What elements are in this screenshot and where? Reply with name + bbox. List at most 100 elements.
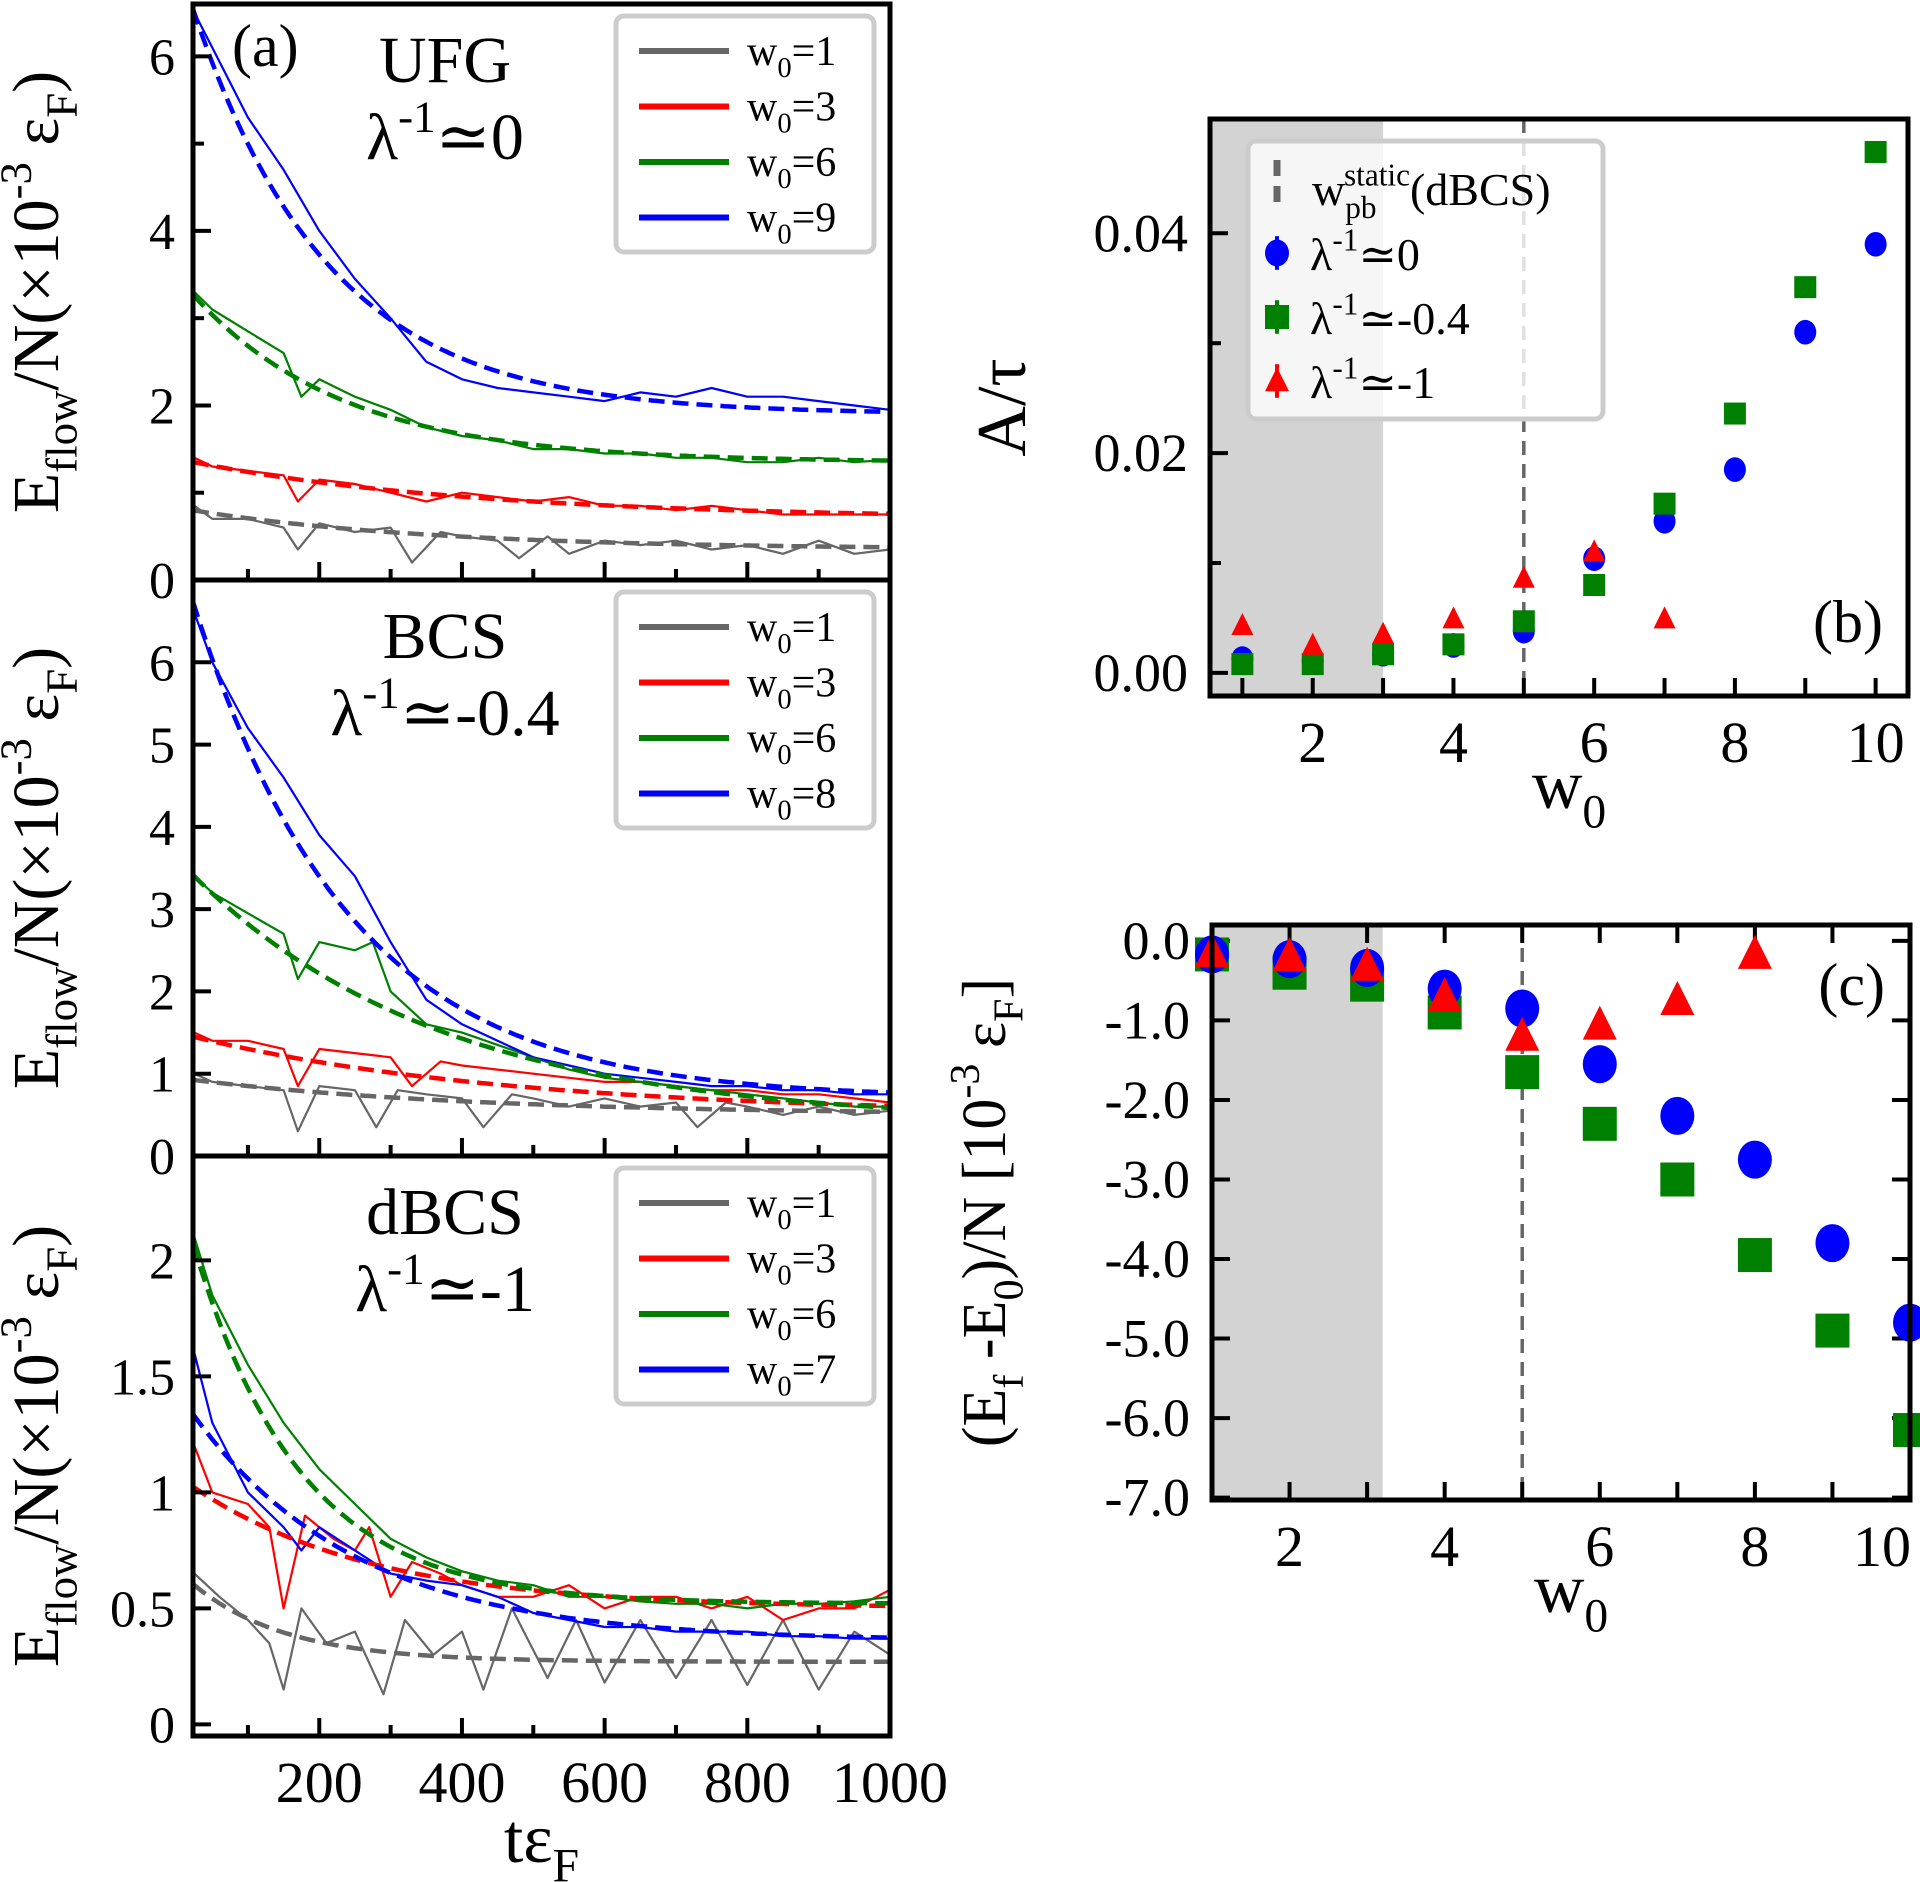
- legend: w0=1w0=3w0=6w0=9: [613, 13, 877, 255]
- simulation-line: [193, 875, 890, 1108]
- panel-a-1: 0123456w0=1w0=3w0=6w0=8BCSλ-1≃-0.4Eflow/…: [0, 577, 893, 1186]
- y-axis-label-part: A/τ: [964, 358, 1041, 456]
- x-tick-label: 10: [1853, 1514, 1911, 1579]
- legend-label-part: 0: [777, 1205, 791, 1236]
- legend-label: w0=3: [747, 661, 836, 716]
- coupling-label-part: -1: [398, 91, 435, 141]
- marker-square: [1653, 492, 1676, 515]
- legend-label: w0=1: [747, 605, 836, 660]
- marker-triangle: [1442, 606, 1465, 629]
- y-axis-label-part: flow: [36, 390, 86, 473]
- legend-label: w0=3: [747, 1237, 836, 1292]
- y-tick-label: -6.0: [1105, 1388, 1190, 1448]
- marker-triangle: [1583, 539, 1606, 562]
- legend-label-part: static: [1344, 158, 1410, 193]
- y-axis-label-part: (E: [951, 1389, 1019, 1448]
- x-tick-label: 800: [704, 1750, 791, 1815]
- legend-label-part: ≃0: [1358, 229, 1420, 280]
- legend-label: λ-1≃0: [1310, 223, 1420, 280]
- y-tick-label: 2: [149, 378, 175, 435]
- marker-square: [1583, 573, 1606, 596]
- coupling-label-part: ≃-1: [425, 1253, 535, 1326]
- marker-circle: [1864, 231, 1887, 257]
- regime-label-part: BCS: [383, 600, 508, 673]
- y-axis-label-part: -3: [942, 1064, 989, 1099]
- axes-frame: [1207, 116, 1911, 699]
- legend-box: [613, 589, 877, 831]
- legend-label-part: 0: [777, 53, 791, 84]
- x-tick-label: 8: [1740, 1514, 1769, 1579]
- panel-label: (a): [232, 13, 299, 79]
- legend-label-part: w: [747, 29, 778, 75]
- marker-triangle: [1653, 606, 1676, 629]
- regime-label: BCS: [383, 600, 508, 673]
- legend: w0=1w0=3w0=6w0=8: [613, 589, 877, 831]
- coupling-label: λ-1≃-0.4: [330, 667, 559, 750]
- legend: wpbstatic(dBCS)λ-1≃0λ-1≃-0.4λ-1≃-1: [1245, 138, 1606, 422]
- y-axis-label-part: flow: [36, 1544, 86, 1627]
- shaded-region: [1212, 925, 1383, 1500]
- y-axis-label-part: -3: [0, 1316, 40, 1353]
- y-axis-label-part: f: [985, 1374, 1032, 1389]
- y-axis-label-part: ): [0, 1225, 73, 1247]
- legend-label-part: λ: [1310, 357, 1333, 408]
- fit-line: [193, 1242, 889, 1606]
- marker-square: [1794, 276, 1817, 299]
- fit-line: [193, 8, 889, 415]
- y-axis-label-part: -3: [0, 162, 40, 199]
- coupling-label: λ-1≃-1: [355, 1243, 535, 1326]
- marker-circle: [1815, 1224, 1850, 1263]
- legend-label-part: pb: [1345, 190, 1376, 225]
- marker-triangle: [1350, 946, 1385, 981]
- legend-label-part: 0: [777, 1260, 791, 1291]
- y-axis-label-part: )/N [10: [951, 1099, 1019, 1280]
- legend-label: w0=9: [747, 196, 836, 251]
- plot-area: [193, 601, 890, 1133]
- marker-circle: [1737, 1140, 1772, 1179]
- fit-line: [193, 1077, 889, 1115]
- y-tick-label: 0.00: [1094, 643, 1189, 703]
- legend-label-part: 0: [777, 1371, 791, 1402]
- coupling-label-part: ≃-0.4: [400, 677, 560, 750]
- legend-label-part: ≃-0.4: [1358, 293, 1469, 344]
- y-axis-label-part: ε: [951, 1022, 1019, 1064]
- legend: w0=1w0=3w0=6w0=7: [613, 1165, 877, 1407]
- marker-triangle: [1737, 934, 1772, 969]
- legend-label-part: =3: [792, 661, 837, 707]
- simulation-line: [193, 1072, 890, 1133]
- marker-triangle: [1372, 621, 1395, 644]
- y-tick-label: -1.0: [1105, 990, 1190, 1050]
- fit-line: [193, 1582, 889, 1664]
- y-tick-label: -3.0: [1105, 1149, 1190, 1209]
- legend-label-part: 0: [777, 1316, 791, 1347]
- legend-box: [613, 13, 877, 255]
- marker-triangle: [1512, 565, 1535, 588]
- panel-label: (c): [1818, 952, 1885, 1018]
- panel-label: (b): [1813, 589, 1883, 655]
- y-tick-label: 1.5: [110, 1349, 175, 1406]
- y-tick-label: 0.0: [1123, 911, 1191, 971]
- marker-triangle: [1427, 977, 1462, 1012]
- x-axis-label: w0: [1532, 747, 1606, 839]
- marker-triangle: [1272, 937, 1307, 972]
- y-axis-label-part: E: [0, 1049, 73, 1089]
- y-axis-label-part: ): [0, 647, 73, 669]
- y-axis-label-part: ε: [0, 118, 73, 162]
- y-axis-label-part: F: [36, 669, 86, 694]
- data-points: [1195, 933, 1920, 1448]
- y-tick-label: 1: [149, 1465, 175, 1522]
- x-tick-label: 2: [1298, 710, 1327, 775]
- legend-label-part: =1: [792, 1181, 837, 1227]
- x-tick-label: 600: [561, 1750, 648, 1815]
- simulation-line: [193, 456, 890, 516]
- legend-label-part: 0: [777, 219, 791, 250]
- y-tick-label: 2: [149, 964, 175, 1021]
- legend-label-part: 0: [777, 108, 791, 139]
- legend-label-part: =7: [792, 1348, 837, 1394]
- marker-square: [1815, 1313, 1850, 1348]
- axes-frame: [190, 1153, 893, 1739]
- x-tick-label: 6: [1585, 1514, 1614, 1579]
- legend-label-part: w: [747, 1292, 778, 1338]
